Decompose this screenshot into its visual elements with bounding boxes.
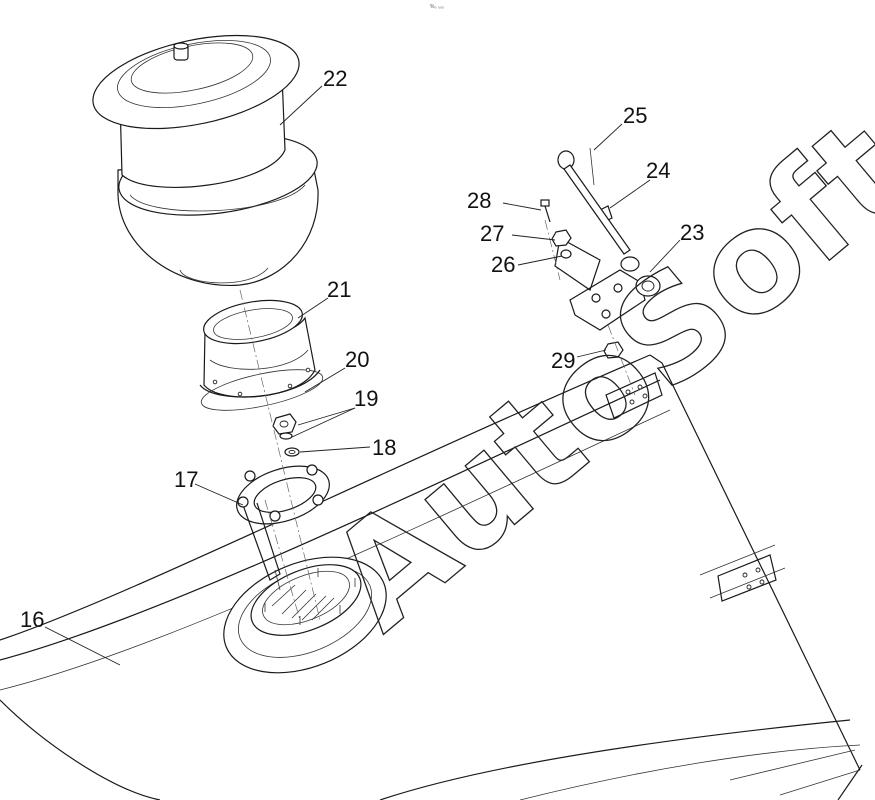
- flange-nuts: [237, 464, 324, 522]
- callout-17: 17: [174, 467, 198, 492]
- callout-19: 19: [354, 386, 378, 411]
- part-19-nut: [272, 413, 297, 440]
- callout-21: 21: [327, 277, 351, 302]
- callout-27: 27: [480, 221, 504, 246]
- part-25-bolt: [557, 147, 631, 255]
- part-18-washer: [284, 447, 300, 457]
- part-23-clamp-bracket: [554, 237, 661, 331]
- part-20-ring-flange: [199, 367, 324, 411]
- callout-22: 22: [323, 66, 347, 91]
- callout-16: 16: [20, 607, 44, 632]
- watermark: AutoSoft: [300, 89, 875, 661]
- callout-23: 23: [680, 220, 704, 245]
- top-caption: %₀ ₀₀₀: [430, 4, 444, 10]
- leader-lines: [44, 85, 681, 666]
- callout-20: 20: [345, 347, 369, 372]
- part-17-flange: [236, 464, 330, 591]
- callout-labels: 16 17 18 19 20 21 22 23 24 25 26 27 28 2…: [20, 66, 704, 632]
- callout-26: 26: [491, 252, 515, 277]
- center-lines: [239, 219, 636, 621]
- callout-25: 25: [623, 103, 647, 128]
- callout-24: 24: [646, 158, 670, 183]
- part-22-filter-housing: [92, 34, 319, 286]
- filler-neck-base: [223, 556, 387, 674]
- part-29-nut: [603, 341, 624, 359]
- callout-28: 28: [467, 188, 491, 213]
- callout-18: 18: [372, 435, 396, 460]
- part-26-27-washer-nut: [551, 229, 572, 259]
- callout-29: 29: [551, 348, 575, 373]
- part-28-screw: [540, 199, 551, 223]
- part-21-adapter-ring: [203, 299, 316, 398]
